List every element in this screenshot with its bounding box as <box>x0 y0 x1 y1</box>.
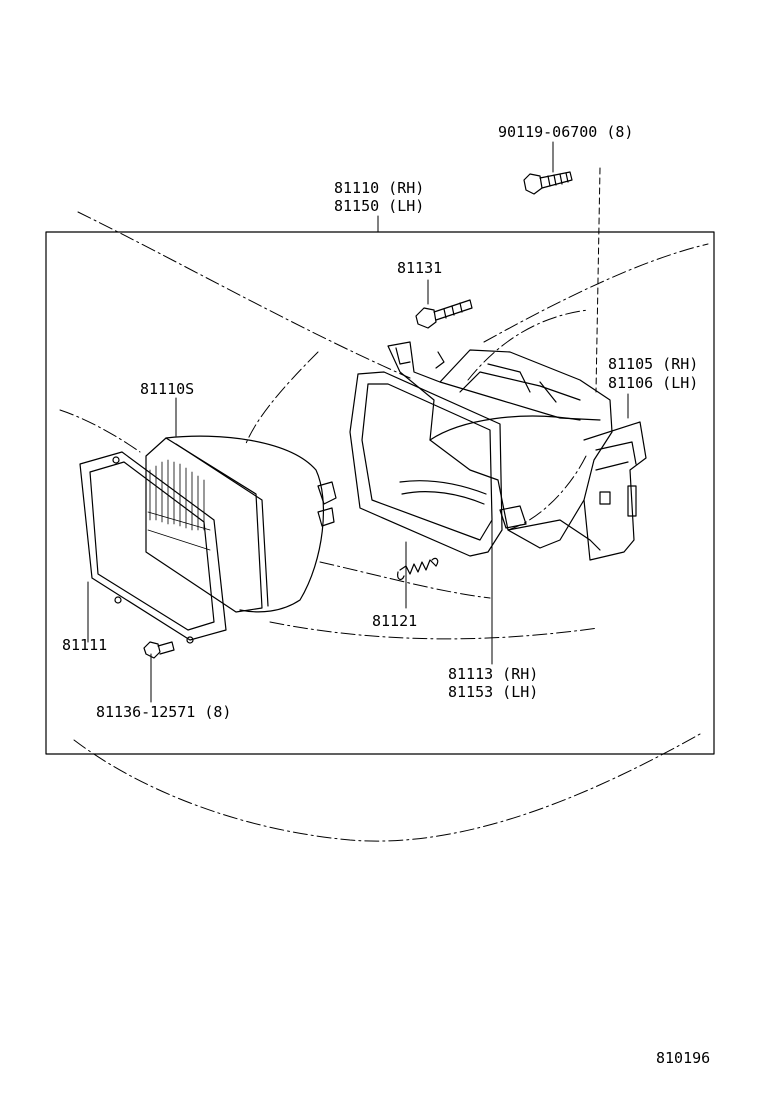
diagram-code: 810196 <box>656 1049 711 1067</box>
label-retaining-ring-lh: 81153 (LH) <box>448 683 539 701</box>
label-rim: 81111 <box>62 636 108 654</box>
label-screw-81131: 81131 <box>397 259 443 277</box>
headlamp-housing <box>387 341 647 561</box>
headlamp-rim <box>79 451 227 644</box>
label-housing-lh: 81106 (LH) <box>608 374 699 392</box>
label-retaining-ring-rh: 81113 (RH) <box>448 665 539 683</box>
label-spring: 81121 <box>372 612 418 630</box>
body-outline-lines <box>59 211 709 842</box>
sealed-beam-lamp <box>145 435 337 613</box>
label-bolt-top: 90119-06700 (8) <box>498 123 634 141</box>
label-housing-rh: 81105 (RH) <box>608 355 699 373</box>
spring-icon <box>397 557 439 581</box>
retaining-ring <box>349 371 503 557</box>
leader-lines <box>87 141 629 703</box>
assembly-frame <box>45 231 715 755</box>
bolt-icon <box>523 171 573 195</box>
label-screw-bottom: 81136-12571 (8) <box>96 703 232 721</box>
label-headlamp-assy-rh: 81110 (RH) <box>334 179 425 197</box>
label-sealed-beam: 81110S <box>140 380 195 398</box>
screw-icon <box>143 641 175 659</box>
label-headlamp-assy-lh: 81150 (LH) <box>334 197 425 215</box>
screw-icon <box>415 299 473 329</box>
